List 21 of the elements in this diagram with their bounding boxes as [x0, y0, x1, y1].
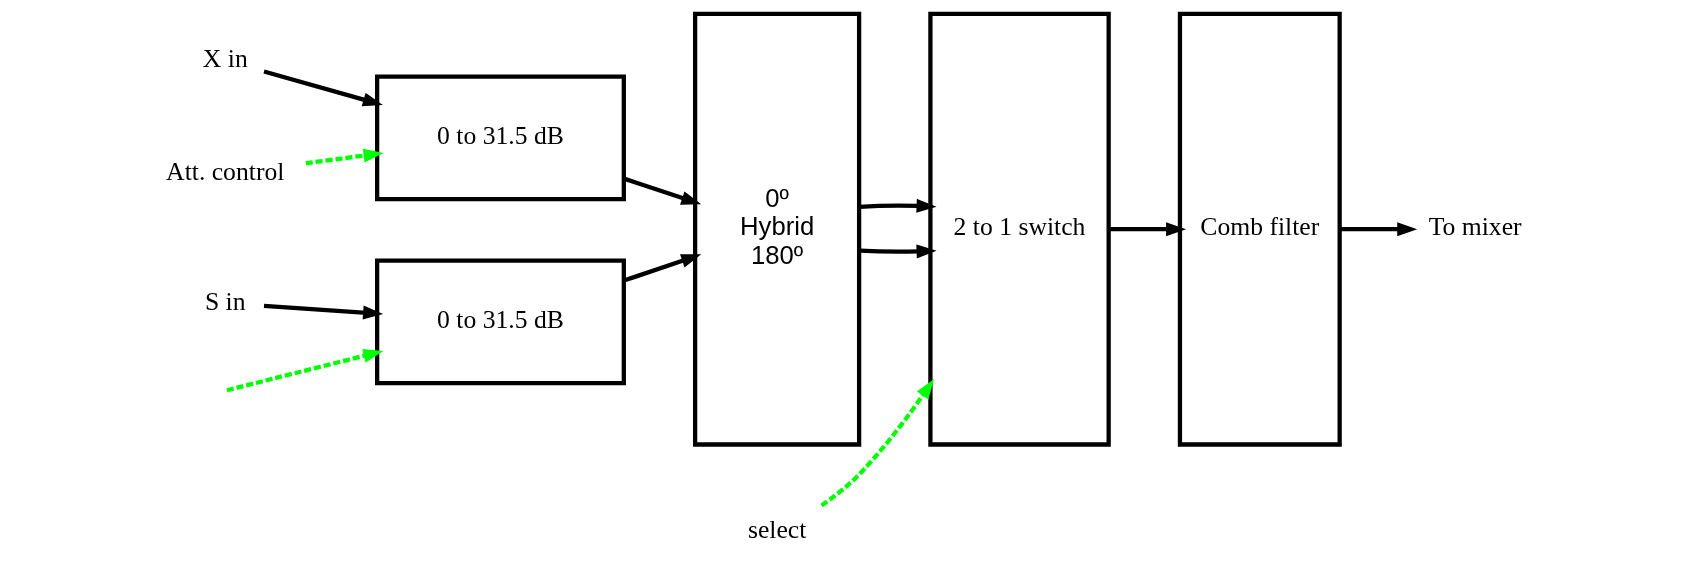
node-box: 0 to 31.5 dB	[375, 74, 626, 202]
arrow	[263, 303, 384, 320]
node-text: select	[747, 514, 807, 544]
arrow	[623, 254, 702, 283]
node-box: 0º Hybrid 180º	[693, 11, 862, 447]
arrow	[305, 148, 384, 166]
arrow	[263, 69, 383, 107]
node-box: 0 to 31.5 dB	[375, 258, 626, 386]
node-text: To mixer	[1428, 212, 1522, 242]
arrow	[859, 244, 937, 259]
node-box: 2 to 1 switch	[928, 11, 1111, 447]
arrow	[1108, 222, 1187, 237]
arrow	[1339, 222, 1418, 237]
node-box: Comb filter	[1177, 11, 1342, 447]
node-text: S in	[204, 286, 246, 316]
arrow	[226, 349, 384, 393]
arrow	[820, 379, 934, 508]
node-text: Att. control	[166, 156, 285, 186]
arrow	[859, 198, 937, 213]
arrow	[623, 176, 702, 205]
node-text: X in	[202, 44, 248, 74]
